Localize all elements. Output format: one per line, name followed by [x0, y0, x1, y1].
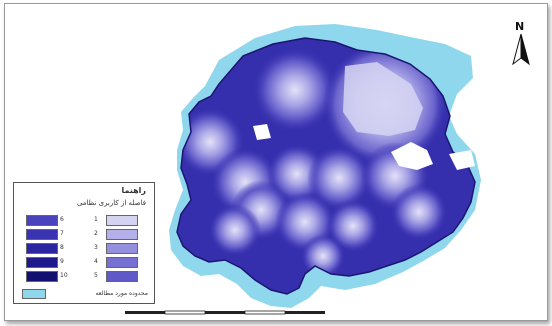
- legend-item: 8: [20, 243, 80, 254]
- legend-swatch: [106, 257, 138, 268]
- legend-item: 2: [88, 229, 148, 240]
- map-canvas: [169, 24, 481, 308]
- legend-label: 10: [60, 272, 68, 279]
- legend-title: راهنما: [121, 186, 146, 195]
- legend-item: 9: [20, 257, 80, 268]
- legend-study-area: محدوده مورد مطالعه: [22, 289, 150, 299]
- excluded-area: [253, 124, 271, 140]
- north-arrow: N: [509, 20, 533, 72]
- scale-bar: [125, 310, 325, 315]
- legend-label: 5: [94, 272, 98, 279]
- legend-swatch: [26, 271, 58, 282]
- legend-swatch: [26, 257, 58, 268]
- legend-item: 7: [20, 229, 80, 240]
- legend-label: 7: [60, 230, 64, 237]
- legend-label: 1: [94, 216, 98, 223]
- legend-label: 8: [60, 244, 64, 251]
- legend-item: 3: [88, 243, 148, 254]
- excluded-area: [391, 142, 433, 170]
- legend-label: 3: [94, 244, 98, 251]
- legend-swatch: [106, 215, 138, 226]
- legend-swatch: [26, 215, 58, 226]
- legend-swatch: [106, 243, 138, 254]
- city-boundary: [176, 37, 476, 295]
- legend-label: 4: [94, 258, 98, 265]
- legend-subtitle: فاصله از کاربری نظامی: [76, 199, 146, 207]
- study-area-label: محدوده مورد مطالعه: [95, 290, 148, 297]
- north-letter: N: [515, 20, 525, 33]
- legend-label: 2: [94, 230, 98, 237]
- legend-swatch: [106, 229, 138, 240]
- legend-item: 10: [20, 271, 80, 282]
- legend-item: 6: [20, 215, 80, 226]
- legend-item: 4: [88, 257, 148, 268]
- legend-swatch: [26, 243, 58, 254]
- map-frame: N راهنما فاصله از کاربری نظامی 1 2 3 4 5: [4, 3, 548, 321]
- legend-item: 1: [88, 215, 148, 226]
- study-area-swatch: [22, 289, 46, 299]
- legend-label: 6: [60, 216, 64, 223]
- legend-label: 9: [60, 258, 64, 265]
- legend-swatch: [106, 271, 138, 282]
- excluded-area: [449, 150, 475, 170]
- legend: راهنما فاصله از کاربری نظامی 1 2 3 4 5 6: [13, 182, 155, 304]
- legend-swatch: [26, 229, 58, 240]
- legend-item: 5: [88, 271, 148, 282]
- north-arrow-icon: [512, 33, 530, 66]
